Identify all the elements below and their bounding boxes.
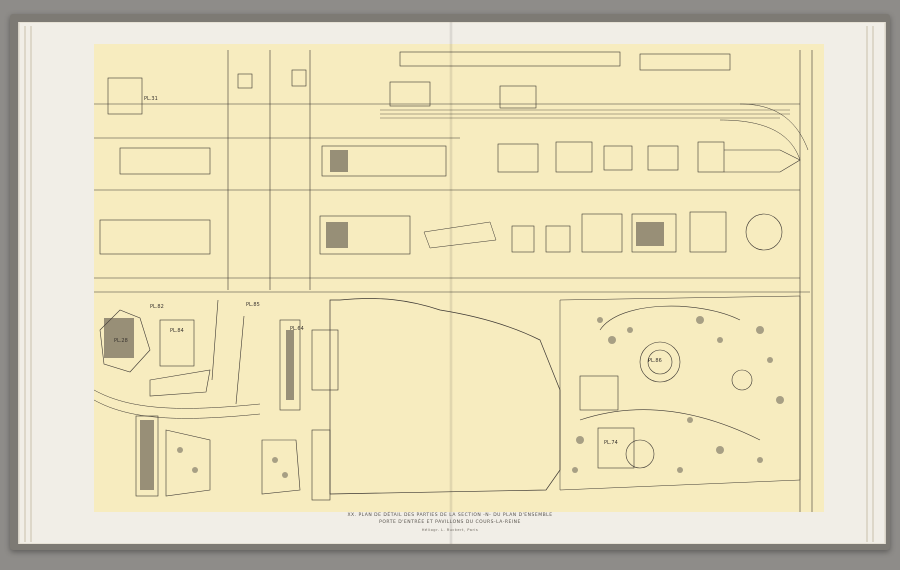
page-edge-right xyxy=(872,26,874,542)
label-pl74: PL.74 xyxy=(604,440,618,446)
plate-caption-credit: Héliogr. L. Ruckert, Paris xyxy=(421,528,479,532)
label-pl85: PL.85 xyxy=(246,302,260,308)
label-pl82: PL.82 xyxy=(150,304,164,310)
book-gutter xyxy=(449,22,453,544)
label-pl31: PL.31 xyxy=(144,96,158,102)
label-pl84: PL.84 xyxy=(170,328,184,334)
label-pl28: PL.28 xyxy=(114,338,128,344)
plate-caption-title: XX. PLAN DE DÉTAIL DES PARTIES DE LA SEC… xyxy=(347,513,553,518)
page-edge-left xyxy=(24,26,26,542)
label-pl64: PL.64 xyxy=(290,326,304,332)
page-edge-left-inner xyxy=(30,26,32,542)
label-pl86: PL.86 xyxy=(648,358,662,364)
page-edge-right-inner xyxy=(866,26,868,542)
plate-caption-subtitle: PORTE D'ENTRÉE ET PAVILLONS DU COURS-LA-… xyxy=(379,520,521,525)
